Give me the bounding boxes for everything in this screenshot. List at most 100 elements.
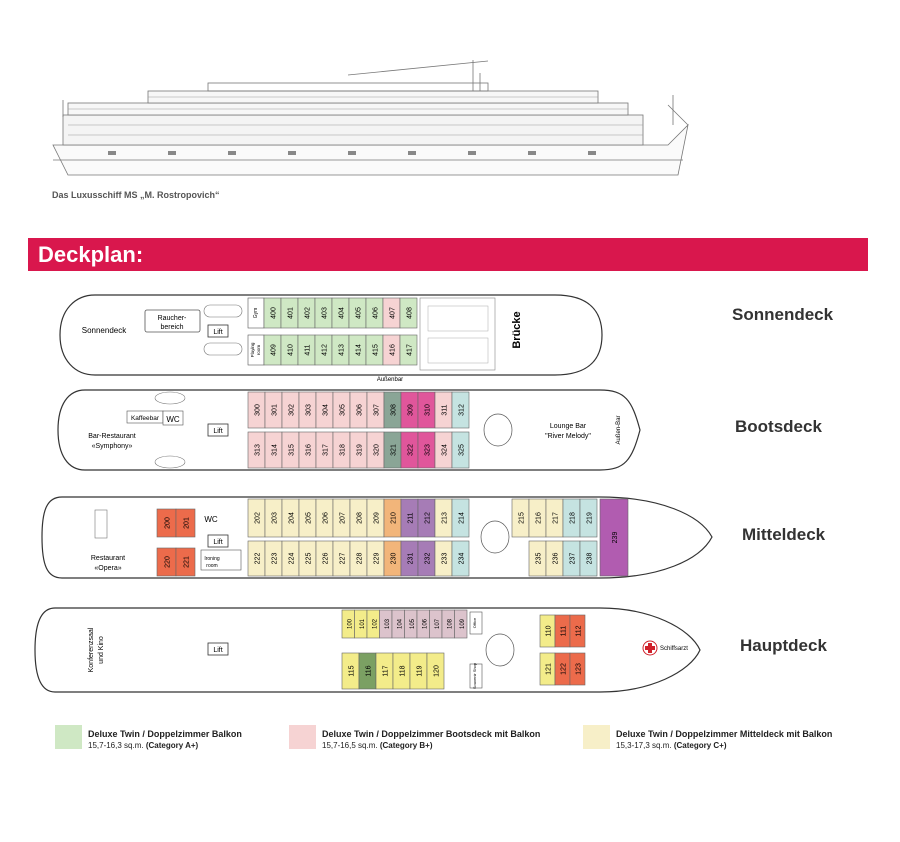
cabin-number-204: 204 <box>289 512 296 524</box>
lounge-bar-label-2: "River Melody" <box>545 433 591 440</box>
cabin-number-412: 412 <box>322 344 329 356</box>
cabin-121 <box>539 652 556 686</box>
cabin-number-219: 219 <box>587 512 594 524</box>
cabin-314 <box>264 431 283 469</box>
cabin-number-413: 413 <box>339 344 346 356</box>
cabin-321 <box>383 431 402 469</box>
bootsdeck-lift-label: Lift <box>213 428 222 435</box>
cabin-311 <box>434 391 453 429</box>
ship-profile-illustration <box>52 60 689 176</box>
cabin-103 <box>379 609 393 639</box>
cabin-number-320: 320 <box>374 444 381 456</box>
cabin-104 <box>391 609 405 639</box>
cabin-228 <box>349 540 368 577</box>
ironing-room-label-1: Ironing <box>204 556 220 562</box>
cabin-109 <box>454 609 468 639</box>
konferenzsaal-label-1: Konferenzsaal <box>88 627 95 672</box>
cabin-number-122: 122 <box>561 663 568 675</box>
cabin-number-233: 233 <box>442 553 449 565</box>
cabin-117 <box>375 652 394 690</box>
mitteldeck-outline <box>41 496 713 579</box>
sonnendeck-smoke-label-1: Raucher- <box>158 315 187 322</box>
cabin-number-228: 228 <box>357 553 364 565</box>
legend-item-a: Deluxe Twin / Doppelzimmer Balkon 15,7-1… <box>55 725 275 755</box>
cabin-number-308: 308 <box>391 404 398 416</box>
cabin-308 <box>383 391 402 429</box>
cabin-number-317: 317 <box>323 444 330 456</box>
cabin-411 <box>297 334 316 366</box>
cabin-239 <box>599 498 629 577</box>
cabin-404 <box>331 297 350 329</box>
playing-room-label-1: Playing <box>250 342 255 357</box>
cabin-238 <box>579 540 598 577</box>
legend-title-a: Deluxe Twin / Doppelzimmer Balkon <box>88 729 242 739</box>
cabin-105 <box>404 609 418 639</box>
cabin-309 <box>400 391 419 429</box>
cabin-401 <box>280 297 299 329</box>
legend-item-b: Deluxe Twin / Doppelzimmer Bootsdeck mit… <box>289 725 559 755</box>
cabin-number-222: 222 <box>255 553 262 565</box>
cabin-number-218: 218 <box>570 512 577 524</box>
cabin-123 <box>569 652 586 686</box>
cabin-number-105: 105 <box>410 618 416 629</box>
cabin-203 <box>264 498 283 538</box>
cabin-number-207: 207 <box>340 512 347 524</box>
cabin-112 <box>569 614 586 648</box>
cabin-number-201: 201 <box>184 517 191 529</box>
cabin-201 <box>175 508 196 538</box>
cabin-number-103: 103 <box>385 618 391 629</box>
cabin-301 <box>264 391 283 429</box>
cabin-315 <box>281 431 300 469</box>
cabin-236 <box>545 540 564 577</box>
cabin-313 <box>247 431 266 469</box>
office-label: Office <box>472 617 477 628</box>
cabin-210 <box>383 498 402 538</box>
sonnendeck-area-label: Sonnendeck <box>82 326 127 335</box>
cabin-number-102: 102 <box>372 618 378 629</box>
cabin-218 <box>562 498 581 538</box>
aussen-bar-label: Außen-Bar <box>616 415 622 444</box>
cabin-number-206: 206 <box>323 512 330 524</box>
cabin-number-236: 236 <box>553 553 560 565</box>
cabin-number-235: 235 <box>536 553 543 565</box>
lounge-bar-label-1: Lounge Bar <box>550 423 587 430</box>
cabin-number-216: 216 <box>536 512 543 524</box>
cabin-number-120: 120 <box>434 665 441 677</box>
sonnendeck-outline <box>59 294 603 376</box>
cabin-number-210: 210 <box>391 512 398 524</box>
bootsdeck-label: Bootsdeck <box>735 417 822 436</box>
cabin-number-200: 200 <box>165 517 172 529</box>
cabin-number-223: 223 <box>272 553 279 565</box>
cabin-223 <box>264 540 283 577</box>
cabin-number-226: 226 <box>323 553 330 565</box>
cabin-number-414: 414 <box>356 344 363 356</box>
cabin-number-305: 305 <box>340 404 347 416</box>
cabin-number-107: 107 <box>435 618 441 629</box>
cabin-number-318: 318 <box>340 444 347 456</box>
cabin-number-118: 118 <box>400 665 407 676</box>
bar-restaurant-label-1: Bar-Restaurant <box>88 433 136 440</box>
cabin-106 <box>416 609 430 639</box>
cabin-303 <box>298 391 317 429</box>
cabin-319 <box>349 431 368 469</box>
kaffeebar-label: Kaffeebar <box>131 415 160 422</box>
cabin-number-313: 313 <box>255 444 262 456</box>
cabin-number-310: 310 <box>425 404 432 416</box>
gym-label: Gym <box>253 308 259 319</box>
sonnendeck-lift-label: Lift <box>213 329 222 336</box>
cabin-310 <box>417 391 436 429</box>
legend-swatch-b <box>289 725 316 749</box>
cabin-number-123: 123 <box>576 663 583 675</box>
legend-size-c: 15,3-17,3 sq.m. <box>616 741 672 750</box>
hauptdeck-label: Hauptdeck <box>740 636 827 655</box>
cabin-119 <box>409 652 428 690</box>
cabin-235 <box>528 540 547 577</box>
cabin-231 <box>400 540 419 577</box>
cabin-number-417: 417 <box>407 344 414 356</box>
cabin-415 <box>365 334 384 366</box>
cabin-110 <box>539 614 556 648</box>
cabin-122 <box>554 652 571 686</box>
legend-title-b: Deluxe Twin / Doppelzimmer Bootsdeck mit… <box>322 729 541 739</box>
cabin-number-238: 238 <box>587 553 594 565</box>
cabin-118 <box>392 652 411 690</box>
